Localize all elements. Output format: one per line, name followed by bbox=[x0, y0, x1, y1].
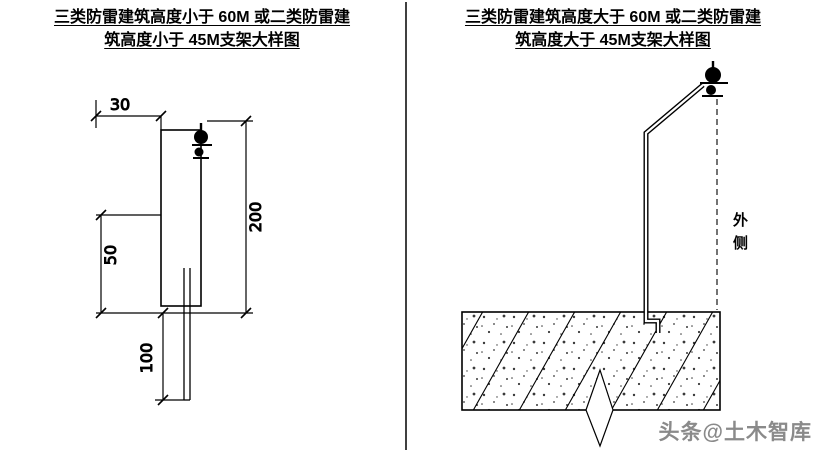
dimension-left bbox=[95, 209, 253, 319]
dimension-label-200: 200 bbox=[246, 202, 265, 233]
break-mark bbox=[585, 368, 614, 448]
watermark: 头条@土木智库 bbox=[658, 421, 812, 444]
left-panel-title: 三类防雷建筑高度小于 60M 或二类防雷建 筑高度小于 45M支架大样图 bbox=[6, 6, 398, 52]
left-title-line1: 三类防雷建筑高度小于 60M 或二类防雷建 bbox=[53, 9, 351, 26]
dimension-label-100: 100 bbox=[137, 343, 156, 374]
clamp-icon bbox=[192, 123, 212, 159]
clamp-icon-right bbox=[700, 61, 728, 97]
dimension-top bbox=[90, 100, 167, 130]
concrete-slab bbox=[461, 311, 721, 411]
support-post bbox=[160, 129, 202, 401]
dimension-right bbox=[207, 115, 253, 319]
right-title-line2: 筑高度大于 45M支架大样图 bbox=[515, 32, 711, 50]
dimension-label-30: 30 bbox=[110, 95, 130, 114]
dimension-bottom bbox=[155, 307, 184, 406]
right-detail-drawing bbox=[461, 61, 728, 448]
left-detail-drawing: 30 200 50 bbox=[90, 95, 266, 406]
anchor-rod bbox=[643, 83, 705, 333]
right-title-line1: 三类防雷建筑高度大于 60M 或二类防雷建 bbox=[464, 9, 762, 26]
right-panel-title: 三类防雷建筑高度大于 60M 或二类防雷建 筑高度大于 45M支架大样图 bbox=[414, 6, 812, 52]
left-title-line2: 筑高度小于 45M支架大样图 bbox=[104, 32, 300, 50]
dimension-label-50: 50 bbox=[101, 245, 120, 265]
side-label: 外侧 bbox=[731, 212, 748, 258]
